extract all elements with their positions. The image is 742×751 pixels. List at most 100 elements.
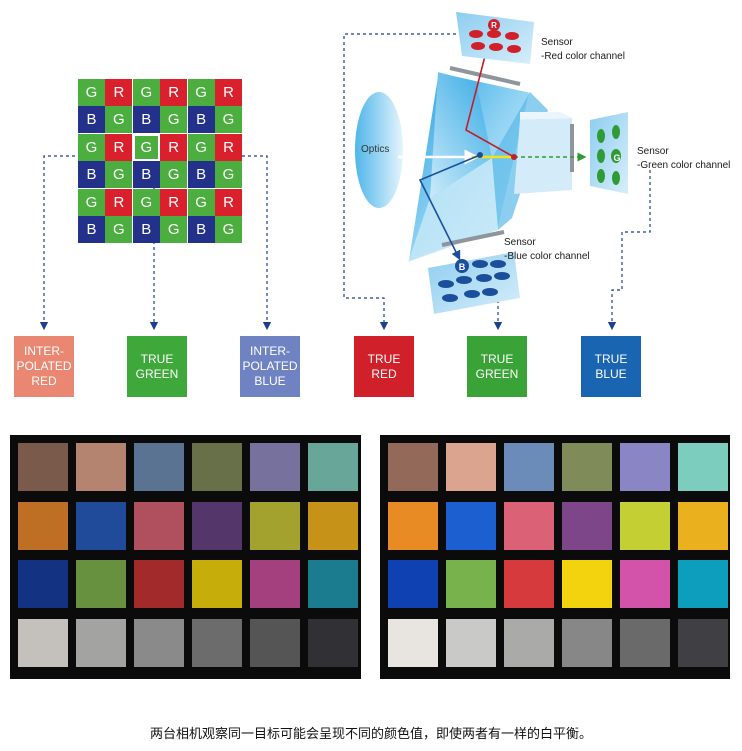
bayer-cell: G [132,188,160,216]
color-patch [250,560,300,608]
color-patch [18,560,68,608]
color-patch [620,560,670,608]
output-box: TRUE RED [354,336,414,397]
sensor-red [456,12,534,64]
bayer-cell: G [215,216,242,243]
color-patch [18,618,68,667]
bayer-cell: G [105,161,133,189]
bayer-cell: R [105,133,133,161]
bayer-cell: R [215,133,242,161]
color-patch [308,443,358,491]
color-checker-right [380,435,730,679]
color-checker-left [10,435,361,679]
color-patch [620,501,670,550]
bayer-cell: G [160,106,188,134]
sensor-blue-letter: B [459,262,466,272]
bayer-cell: R [215,79,242,106]
color-patch [192,501,242,550]
color-patch [388,618,438,667]
optics-lens [355,92,403,208]
bayer-cell: R [160,133,188,161]
color-patch [388,501,438,550]
color-patch [76,443,126,491]
bayer-cell: G [78,79,105,106]
color-patch [134,560,184,608]
color-patch [446,560,496,608]
bayer-cell: G [105,106,133,134]
color-patch [250,618,300,667]
color-patch [308,618,358,667]
color-patch [620,443,670,491]
sensor-green-letter: G [613,153,620,163]
color-patch [134,501,184,550]
output-box: INTER- POLATED BLUE [240,336,300,397]
bayer-cell: B [132,106,160,134]
bayer-cell: G [132,133,160,161]
bayer-cell: G [160,161,188,189]
color-patch [678,560,728,608]
color-patch [620,618,670,667]
bayer-cell: R [215,188,242,216]
color-patch [446,618,496,667]
color-patch [134,443,184,491]
bayer-cell: B [78,106,105,134]
color-patch [504,501,554,550]
sensor-blue-label: Sensor -Blue color channel [504,237,590,262]
bayer-cell: G [187,133,215,161]
prism-diagram: R G B [343,12,651,331]
color-patch [18,501,68,550]
color-patch [308,501,358,550]
bayer-cell: B [78,216,105,243]
sensor-blue [428,252,520,314]
output-box: TRUE GREEN [467,336,527,397]
bayer-cell: B [187,106,215,134]
color-patch [678,618,728,667]
bayer-cell: G [132,79,160,106]
sensor-green [590,112,628,194]
color-patch [192,443,242,491]
bayer-cell: G [105,216,133,243]
color-patch [678,501,728,550]
color-patch [76,501,126,550]
bayer-cell: R [105,79,133,106]
color-patch [388,560,438,608]
bayer-cell: B [187,216,215,243]
color-patch [504,560,554,608]
sensor-green-label: Sensor -Green color channel [637,146,731,171]
color-patch [192,560,242,608]
color-patch [250,443,300,491]
color-patch [76,560,126,608]
color-patch [678,443,728,491]
bayer-cell: B [132,161,160,189]
bayer-cell: G [160,216,188,243]
output-box: INTER- POLATED RED [14,336,74,397]
color-patch [446,443,496,491]
bayer-cell: G [187,79,215,106]
bayer-cell: R [160,188,188,216]
color-patch [562,560,612,608]
color-patch [446,501,496,550]
bayer-cell: G [215,106,242,134]
color-patch [562,443,612,491]
color-patch [562,618,612,667]
caption: 两台相机观察同一目标可能会呈现不同的颜色值，即使两者有一样的白平衡。 [149,727,592,742]
optics-label: Optics [361,144,390,155]
sensor-red-label: Sensor -Red color channel [541,37,625,62]
color-patch [134,618,184,667]
bayer-cell: G [187,188,215,216]
bayer-cell: G [78,188,105,216]
color-patch [308,560,358,608]
color-patch [562,501,612,550]
bayer-cell: R [105,188,133,216]
color-patch [192,618,242,667]
sensor-red-letter: R [491,21,497,30]
color-patch [76,618,126,667]
color-patch [250,501,300,550]
output-box: TRUE GREEN [127,336,187,397]
color-patch [388,443,438,491]
bayer-cell: R [160,79,188,106]
bayer-cell: B [132,216,160,243]
bayer-cell: B [78,161,105,189]
color-patch [18,443,68,491]
